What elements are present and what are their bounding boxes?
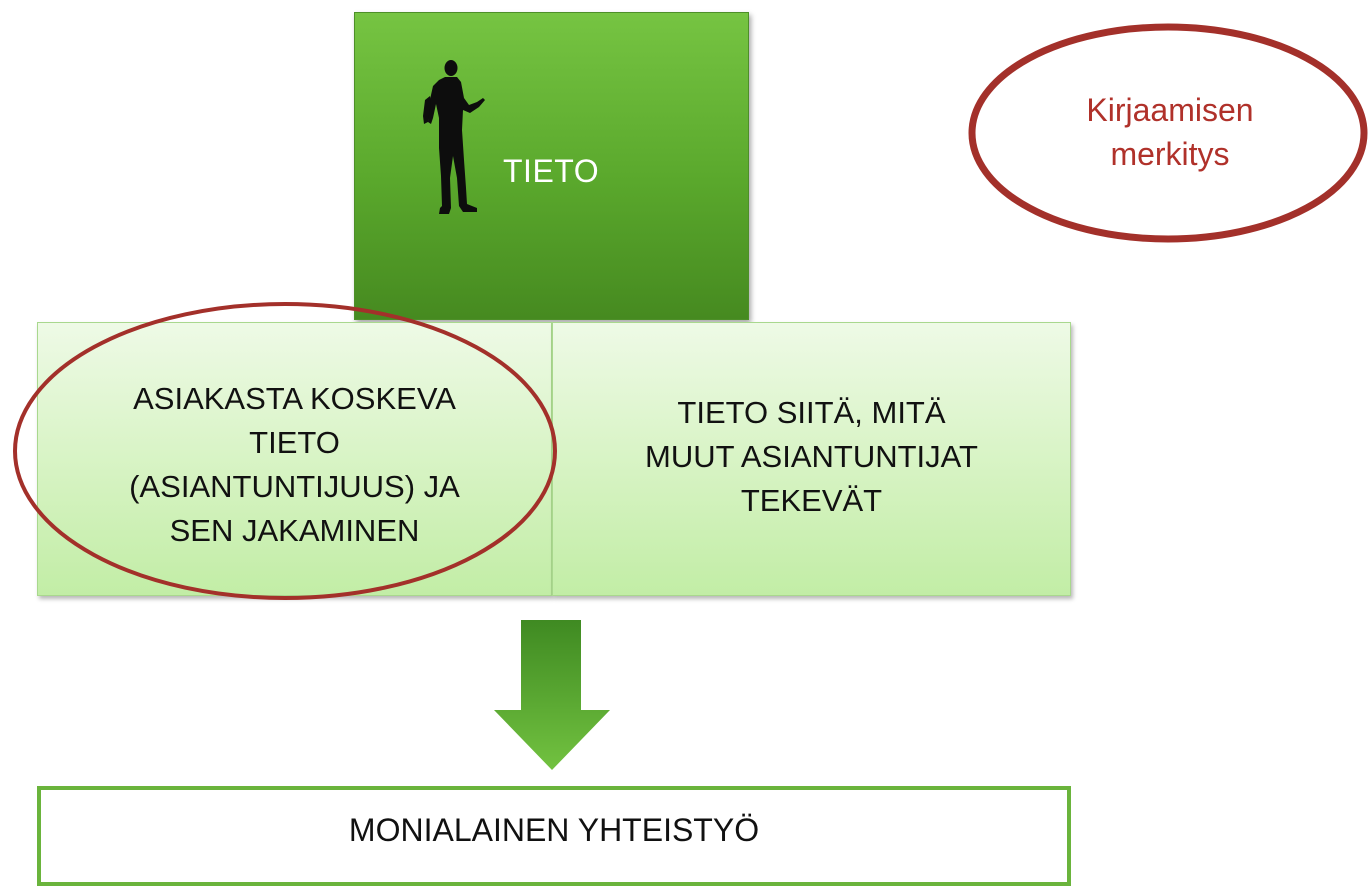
multidisciplinary-cooperation-box: MONIALAINEN YHTEISTYÖ [37, 786, 1071, 886]
down-arrow-icon [494, 620, 610, 770]
tieto-box: TIETO [354, 12, 749, 320]
client-knowledge-text: ASIAKASTA KOSKEVA TIETO (ASIANTUNTIJUUS)… [129, 381, 460, 548]
tieto-label: TIETO [503, 153, 600, 189]
multidisciplinary-cooperation-label: MONIALAINEN YHTEISTYÖ [348, 812, 760, 848]
callout-text: Kirjaamisen merkitys [1086, 92, 1254, 172]
other-experts-knowledge-text: TIETO SIITÄ, MITÄ MUUT ASIANTUNTIJAT TEK… [645, 395, 978, 518]
person-presenting-icon [423, 60, 485, 214]
other-experts-knowledge-box: TIETO SIITÄ, MITÄ MUUT ASIANTUNTIJAT TEK… [552, 322, 1071, 596]
client-knowledge-box: ASIAKASTA KOSKEVA TIETO (ASIANTUNTIJUUS)… [37, 322, 552, 596]
